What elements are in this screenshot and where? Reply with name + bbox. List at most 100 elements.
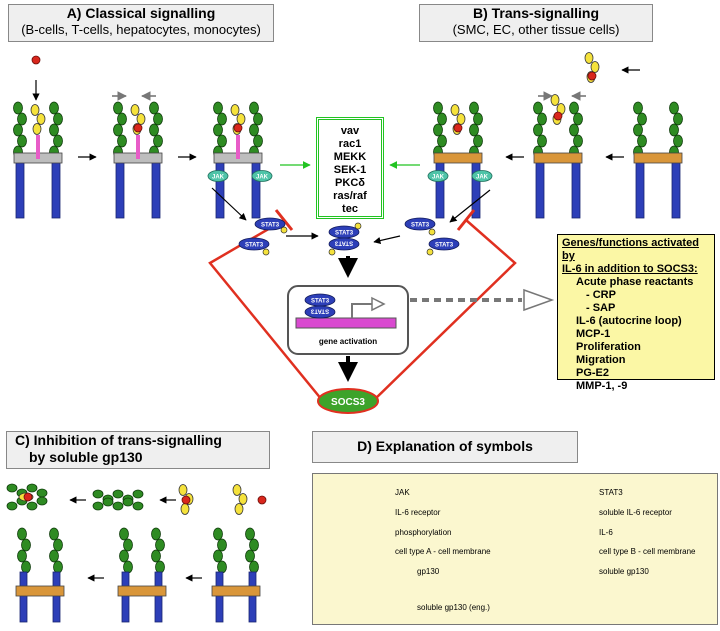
gp130-domain <box>117 112 127 126</box>
legend-cell-a-label: cell type A - cell membrane <box>395 547 491 556</box>
gp130-domain <box>21 538 31 552</box>
soluble-gp130-domain <box>6 483 18 493</box>
il6r-domain <box>36 113 46 125</box>
il6r-domain <box>238 493 248 505</box>
gp130-transmembrane <box>52 571 61 623</box>
gp130-domain <box>13 101 23 115</box>
jak-ellipse <box>251 170 273 182</box>
panel-a-title-box: A) Classical signalling (B-cells, T-cell… <box>8 4 274 42</box>
jak-ellipse <box>207 170 229 182</box>
socs3-ellipse <box>317 388 379 414</box>
gp130-domain <box>573 134 583 148</box>
jak-label: JAK <box>476 175 489 181</box>
il6r-domain <box>232 484 242 496</box>
gp130-domain <box>245 549 255 563</box>
phosphate <box>280 226 288 234</box>
gp130-domain <box>433 123 443 137</box>
gp130-domain <box>633 101 643 115</box>
gp130-domain <box>569 123 579 137</box>
gp130-domain <box>217 560 227 574</box>
soluble-gp130-domain <box>26 501 38 511</box>
gp130-transmembrane <box>471 157 481 219</box>
gp130-domain <box>123 538 133 552</box>
panel-b-title-box: B) Trans-signalling (SMC, EC, other tiss… <box>419 4 653 42</box>
socs3-label: SOCS3 <box>331 397 365 408</box>
gene-item: IL-6 (autocrine loop) <box>576 315 682 327</box>
receptor-complex-a <box>113 101 163 219</box>
gene-item: - SAP <box>586 302 616 314</box>
soluble-gp130-domain <box>36 488 48 498</box>
il6r-domain <box>180 503 190 515</box>
il6r-domain <box>456 113 466 125</box>
il6r-domain <box>550 94 560 106</box>
gp130-transmembrane <box>154 571 163 623</box>
il6r-domain <box>30 104 40 116</box>
gp130-domain <box>49 123 59 137</box>
gene-item: Acute phase reactants <box>576 276 694 288</box>
receptor-complex-c <box>211 527 261 623</box>
il6r-stalk <box>236 135 240 159</box>
gene-item: MMP-1, -9 <box>576 380 628 392</box>
gp130-domain <box>433 101 443 115</box>
stat3-ellipse <box>304 305 336 319</box>
panel-c-title-box: C) Inhibition of trans-signalling by sol… <box>6 431 270 469</box>
gp130-domain <box>153 112 163 126</box>
il6r-domain <box>450 104 460 116</box>
il6r-domain <box>230 104 240 116</box>
il6r-domain <box>234 503 244 515</box>
gp130-domain <box>537 134 547 148</box>
soluble-gp130-domain <box>26 483 38 493</box>
stat-arrow-right-2 <box>373 235 401 245</box>
gp130-domain <box>213 527 223 541</box>
il6-molecule <box>233 123 243 133</box>
stat3-label: STAT3 <box>411 223 430 229</box>
stat3-label: STAT3 <box>334 240 353 246</box>
il6r-stalk <box>136 135 140 159</box>
jak-ellipse <box>427 170 449 182</box>
inhibition-line-left <box>208 218 323 401</box>
gp130-transmembrane <box>215 157 225 219</box>
transcription-arrow <box>351 303 374 318</box>
kinase-item: PKCδ <box>335 177 365 189</box>
legend-phosphorylation-label: phosphorylation <box>395 528 452 537</box>
gp130-domain <box>249 101 259 115</box>
gp130-domain <box>151 527 161 541</box>
inhibition-line-right <box>373 219 517 401</box>
gp130-domain <box>537 112 547 126</box>
il6-molecule <box>133 123 143 133</box>
gp130-domain <box>21 560 31 574</box>
il6r-domain <box>130 104 140 116</box>
gp130-domain <box>49 527 59 541</box>
gp130-domain <box>217 538 227 552</box>
genes-heading-line2: IL-6 in addition to SOCS3: <box>562 263 698 275</box>
gp130-domain <box>473 134 483 148</box>
stat-arrow-left-1 <box>211 187 247 221</box>
gp130-transmembrane <box>215 571 224 623</box>
kinase-list: vav rac1 MEKK SEK-1 PKCδ ras/raf tec <box>316 117 384 219</box>
soluble-gp130-domain <box>112 501 124 511</box>
soluble-gp130-domain <box>132 489 144 499</box>
gp130-domain <box>13 123 23 137</box>
il6r-domain <box>590 61 600 73</box>
receptor-complex-b <box>533 94 583 219</box>
stat3-label: STAT3 <box>310 308 329 314</box>
panel-b-subtitle: (SMC, EC, other tissue cells) <box>452 22 620 37</box>
gp130-domain <box>533 123 543 137</box>
gp130-domain <box>17 134 27 148</box>
kinase-item: SEK-1 <box>333 164 367 176</box>
symbols-legend-box: JAK STAT3 IL-6 receptor soluble IL-6 rec… <box>312 473 718 625</box>
panel-d-title-box: D) Explanation of symbols <box>312 431 578 463</box>
gene-item: Proliferation <box>576 341 641 353</box>
gp130-domain <box>155 560 165 574</box>
gp130-domain <box>217 134 227 148</box>
gp130-domain <box>155 538 165 552</box>
gp130-transmembrane <box>121 571 130 623</box>
gp130-domain <box>573 112 583 126</box>
panel-a-subtitle: (B-cells, T-cells, hepatocytes, monocyte… <box>21 22 261 37</box>
gp130-domain <box>569 101 579 115</box>
receptor-complex-b <box>633 101 683 219</box>
